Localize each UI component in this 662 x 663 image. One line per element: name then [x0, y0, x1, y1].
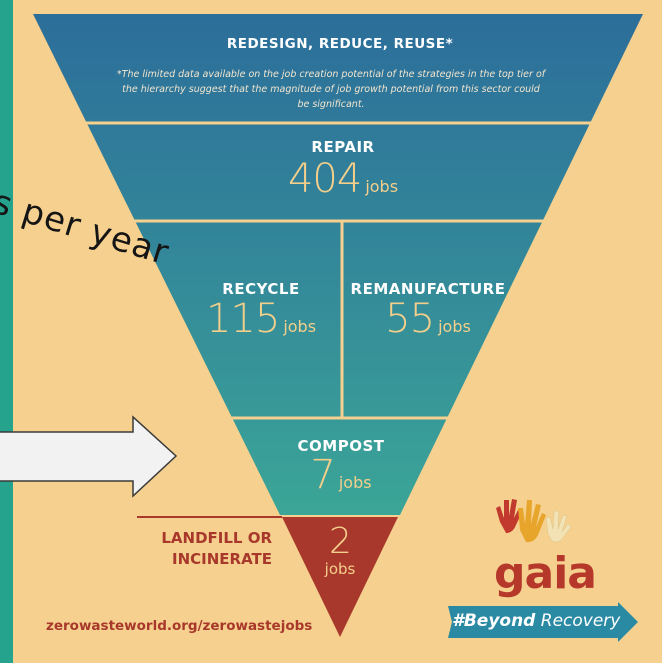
- beyond-recovery-text: #Beyond Recovery: [452, 611, 620, 631]
- landfill-value-group: 2 jobs: [325, 524, 356, 577]
- landfill-tier: [282, 517, 398, 637]
- left-border-strip: [0, 0, 13, 663]
- compost-unit: jobs: [338, 473, 372, 492]
- recycle-title: RECYCLE: [222, 280, 300, 298]
- landfill-value: 2: [329, 521, 352, 562]
- gaia-logo-text: gaia: [494, 548, 597, 599]
- top-tier-note: *The limited data available on the job c…: [116, 69, 546, 110]
- source-url: zerowasteworld.org/zerowastejobs: [46, 618, 313, 634]
- remanufacture-unit: jobs: [438, 317, 471, 336]
- repair-title: REPAIR: [311, 138, 375, 156]
- hashtag-bold: #Beyond: [452, 611, 536, 631]
- top-tier-title: REDESIGN, REDUCE, REUSE*: [226, 36, 454, 52]
- remanufacture-value: 55: [385, 296, 435, 342]
- hashtag-rest: Recovery: [535, 611, 621, 631]
- remanufacture-title: REMANUFACTURE: [350, 280, 506, 298]
- compost-value: 7: [310, 452, 335, 498]
- repair-unit: jobs: [365, 177, 399, 196]
- compost-title: COMPOST: [297, 437, 385, 455]
- gaia-hands-logo-icon: [496, 499, 572, 543]
- arrow-right-icon: [0, 415, 178, 498]
- beyond-recovery-banner: [448, 602, 638, 642]
- recycle-unit: jobs: [283, 317, 317, 336]
- recycle-value: 115: [205, 296, 280, 342]
- repair-value: 404: [287, 156, 362, 202]
- hierarchy-triangle: [33, 14, 643, 515]
- landfill-label: LANDFILL OR INCINERATE: [161, 529, 272, 568]
- landfill-unit: jobs: [324, 560, 356, 578]
